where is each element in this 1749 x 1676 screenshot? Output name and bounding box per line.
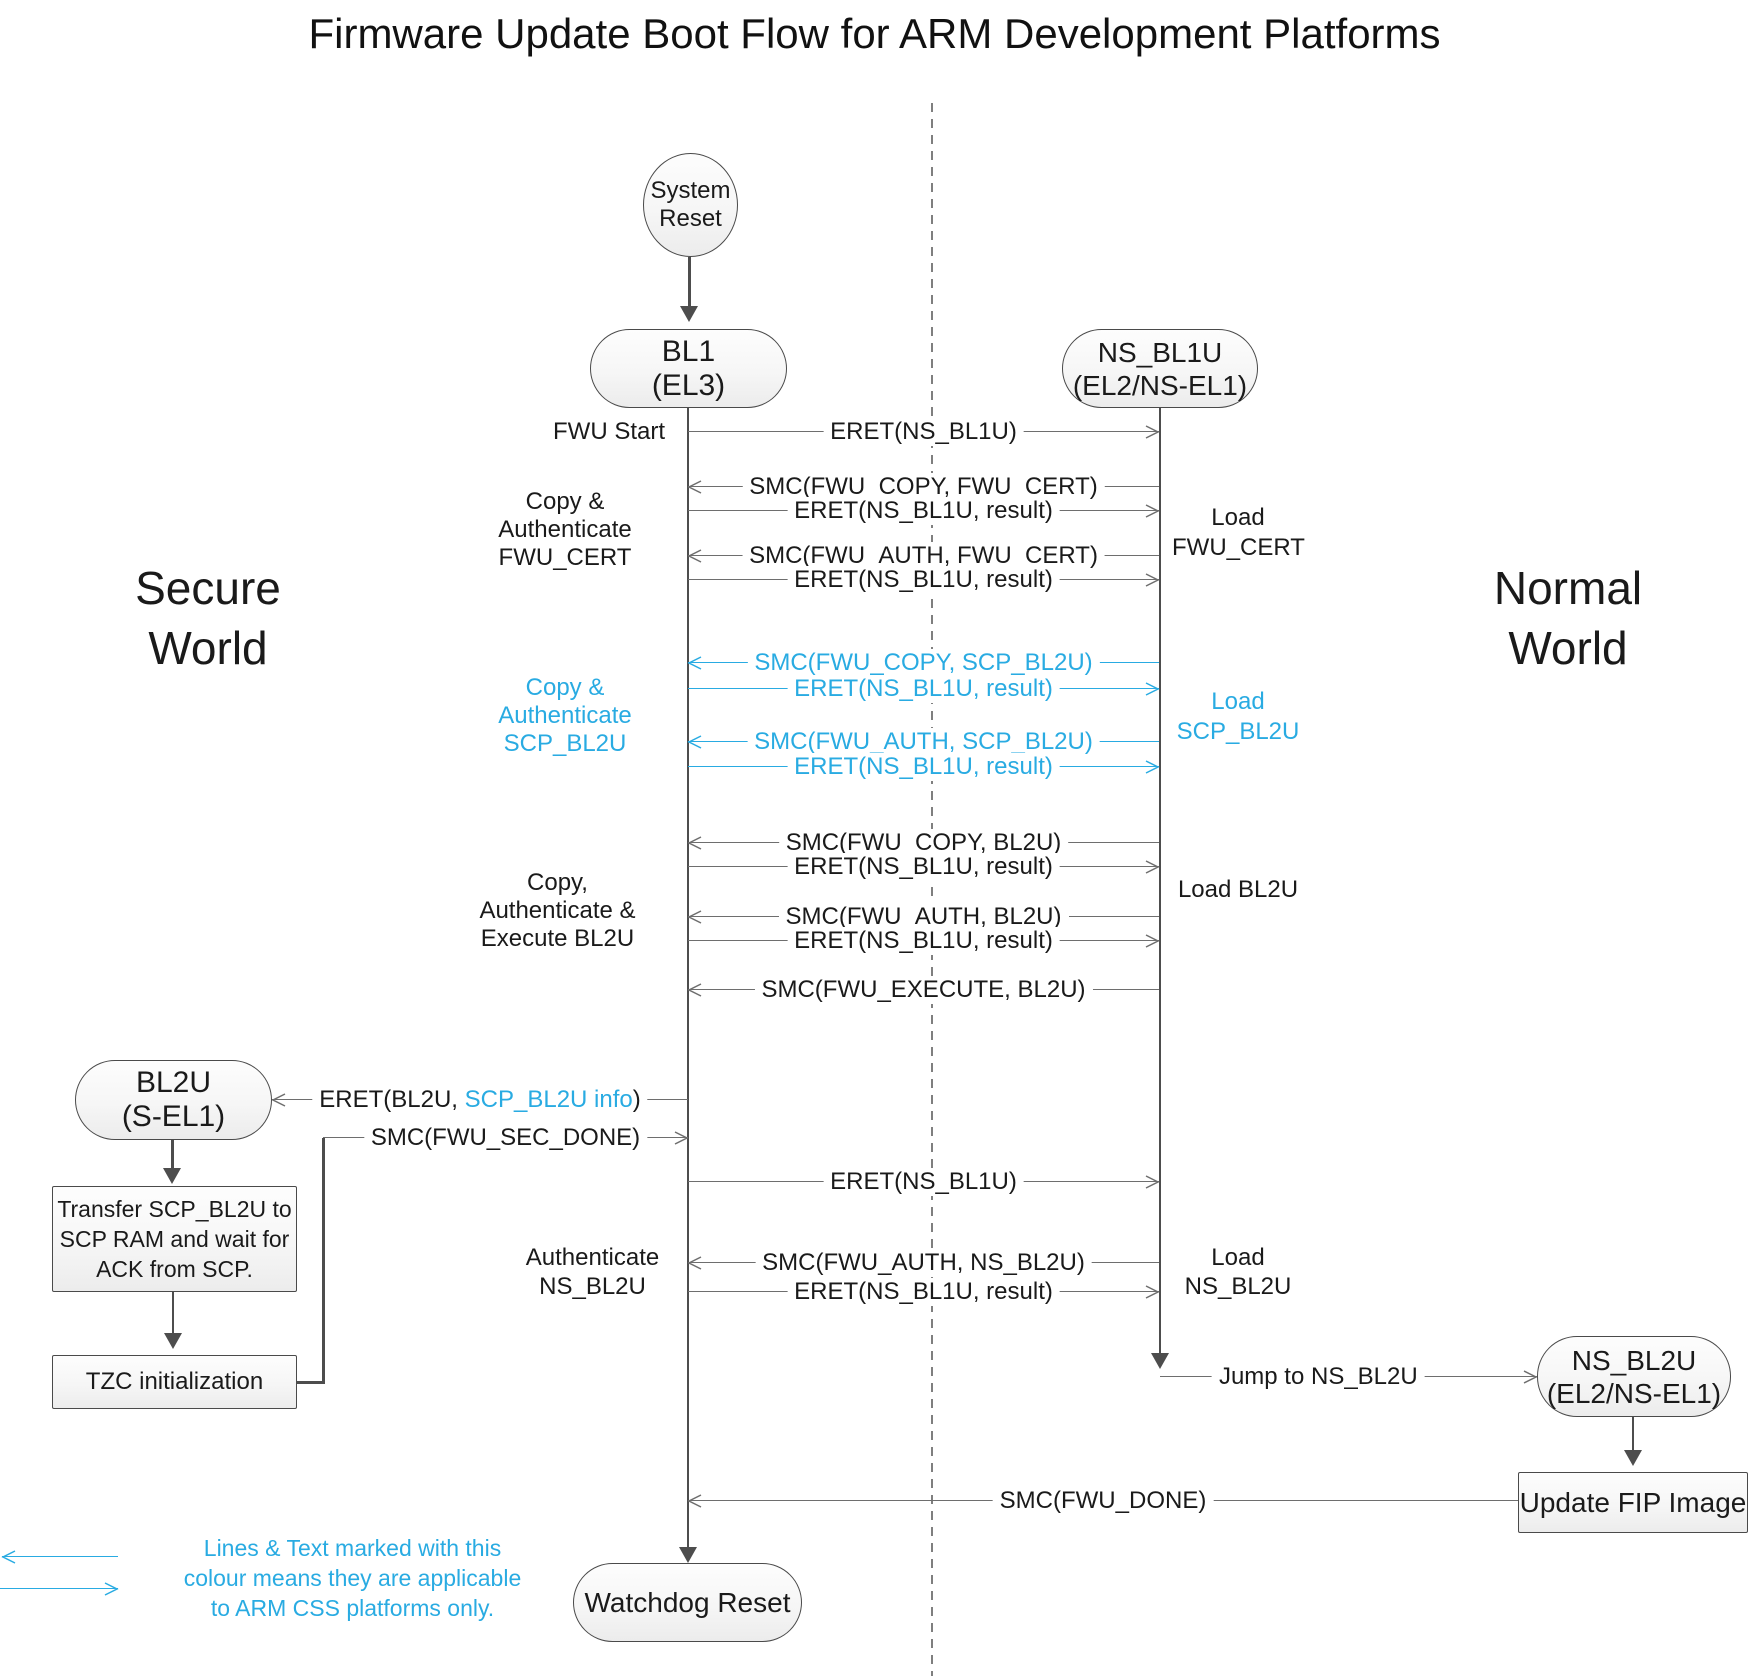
node-update-fip-image: Update FIP Image [1518,1472,1748,1533]
arrowhead-left-icon [687,1494,702,1508]
message-label: ERET(NS_BL1U, result) [787,753,1060,781]
arrowhead-right-icon [1145,860,1160,874]
message-label: ERET(NS_BL1U, result) [787,497,1060,525]
node-tzc-initialization: TZC initialization [52,1355,297,1409]
arrowhead-left-icon [687,836,702,850]
flow-ns-bl2u-to-update-fip [1632,1417,1634,1451]
flow-arrowhead-icon [1624,1450,1642,1466]
side-label-copy-auth-fwu-cert: Copy & Authenticate FWU_CERT [498,488,632,571]
flow-transfer-to-tzc [172,1292,174,1334]
message-label: SMC(FWU_AUTH, FWU_CERT) [742,542,1105,570]
side-label-load-bl2u: Load BL2U [1177,876,1299,903]
message-label: ERET(NS_BL1U, result) [787,675,1060,703]
side-label-load-scp-bl2u: Load SCP_BL2U [1176,688,1300,745]
node-ns-bl1u: NS_BL1U (EL2/NS-EL1) [1062,329,1258,408]
page-title: Firmware Update Boot Flow for ARM Develo… [308,10,1441,57]
arrowhead-left-icon [687,480,702,494]
message-label: ERET(NS_BL1U, result) [787,927,1060,955]
arrowhead-right-icon [1145,1175,1160,1189]
message-label: SMC(FWU_AUTH, NS_BL2U) [755,1249,1092,1277]
side-label-auth-ns-bl2u: Authenticate NS_BL2U [525,1244,660,1300]
message-label: SMC(FWU_DONE) [992,1487,1214,1515]
message-label: SMC(FWU_EXECUTE, BL2U) [754,976,1093,1004]
node-ns-bl2u: NS_BL2U (EL2/NS-EL1) [1537,1336,1731,1417]
arrowhead-left-icon [271,1093,286,1107]
message-label: SMC(FWU_AUTH, BL2U) [778,903,1069,931]
elbow-connector-vertical [322,1138,325,1384]
arrowhead-left-icon [687,735,702,749]
arrowhead-right-icon [1145,573,1160,587]
side-label-copy-auth-scp-bl2u: Copy & Authenticate SCP_BL2U [498,674,632,757]
flow-arrowhead-icon [164,1333,182,1349]
message-label: SMC(FWU_COPY, BL2U) [778,829,1069,857]
message-label: SMC(FWU_AUTH, SCP_BL2U) [747,728,1100,756]
bl1-lifeline [687,408,689,1557]
message-label: SMC(FWU_SEC_DONE) [363,1124,648,1152]
flow-system-reset-to-bl1 [688,257,691,307]
arrowhead-left-icon [687,1256,702,1270]
world-divider-line [931,103,933,1676]
arrowhead-right-icon [1145,1285,1160,1299]
arrowhead-left-icon [1,1550,16,1564]
arrowhead-left-icon [687,910,702,924]
message-label: SMC(FWU_COPY, SCP_BL2U) [747,649,1100,677]
message-label: ERET(BL2U, SCP_BL2U info) [312,1086,648,1114]
message-label: Jump to NS_BL2U [1211,1363,1425,1391]
flow-arrowhead-icon [680,306,698,322]
flow-arrowhead-icon [163,1168,181,1184]
arrowhead-left-icon [687,656,702,670]
node-system-reset: System Reset [643,153,738,257]
arrowhead-right-icon [1145,425,1160,439]
message-label: ERET(NS_BL1U) [823,1168,1024,1196]
node-bl1: BL1 (EL3) [590,329,787,408]
ns-bl1u-lifeline [1159,408,1161,1354]
arrowhead-right-icon [674,1131,689,1145]
arrowhead-right-icon [1145,760,1160,774]
message-label: ERET(NS_BL1U, result) [787,1278,1060,1306]
secure-world-label: Secure World [135,562,281,674]
arrowhead-right-icon [1145,504,1160,518]
node-watchdog-reset: Watchdog Reset [573,1563,802,1642]
flow-arrowhead-to-watchdog-icon [679,1547,697,1563]
elbow-connector-horizontal [297,1381,324,1384]
side-label-fwu-start: FWU Start [553,418,665,445]
side-label-load-ns-bl2u: Load NS_BL2U [1184,1244,1292,1300]
ns-bl1u-lifeline-end-arrow-icon [1151,1353,1169,1369]
arrowhead-left-icon [687,983,702,997]
node-transfer-scp-bl2u: Transfer SCP_BL2U to SCP RAM and wait fo… [52,1186,297,1292]
arrowhead-left-icon [687,549,702,563]
arrowhead-right-icon [104,1582,119,1596]
message-label: ERET(NS_BL1U) [823,418,1024,446]
arrowhead-right-icon [1145,934,1160,948]
message-label: ERET(NS_BL1U, result) [787,566,1060,594]
normal-world-label: Normal World [1493,562,1643,674]
side-label-load-fwu-cert: Load FWU_CERT [1172,504,1305,561]
message-label: ERET(NS_BL1U, result) [787,853,1060,881]
arrowhead-right-icon [1145,682,1160,696]
node-bl2u: BL2U (S-EL1) [75,1060,272,1140]
arrowhead-right-icon [1523,1370,1538,1384]
side-label-copy-auth-exec-bl2u: Copy, Authenticate & Execute BL2U [479,869,636,952]
message-label: SMC(FWU_COPY, FWU_CERT) [742,473,1105,501]
legend-text: Lines & Text marked with this colour mea… [183,1535,522,1621]
flow-bl2u-to-transfer [171,1140,174,1169]
